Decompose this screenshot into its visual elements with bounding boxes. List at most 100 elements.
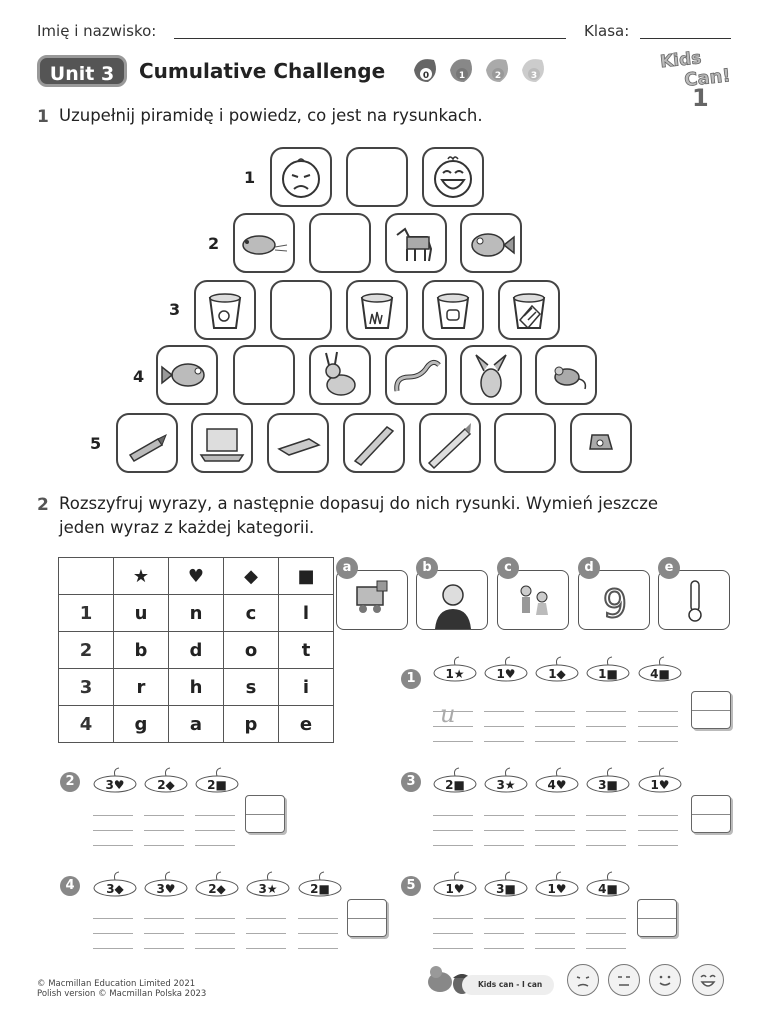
write-line[interactable] — [484, 815, 524, 816]
write-line[interactable] — [93, 918, 133, 919]
name-field[interactable] — [174, 38, 566, 39]
write-line[interactable] — [433, 948, 473, 949]
write-line[interactable] — [433, 830, 473, 831]
face-laugh-icon[interactable] — [692, 964, 724, 996]
pyramid-blank-cell[interactable] — [346, 147, 408, 207]
write-line[interactable] — [638, 845, 678, 846]
write-line[interactable] — [535, 918, 575, 919]
write-line[interactable] — [586, 948, 626, 949]
write-line[interactable] — [246, 948, 286, 949]
class-field[interactable] — [640, 38, 731, 39]
write-line[interactable] — [638, 830, 678, 831]
write-line[interactable] — [195, 948, 235, 949]
fish-icon — [460, 213, 522, 273]
write-line[interactable] — [535, 815, 575, 816]
write-line[interactable] — [246, 933, 286, 934]
answer-box[interactable] — [691, 795, 731, 833]
write-line[interactable] — [535, 933, 575, 934]
write-line[interactable] — [586, 830, 626, 831]
write-line[interactable] — [433, 726, 473, 727]
puzzle-number: 5 — [401, 876, 421, 896]
picture-label: a — [336, 557, 358, 579]
write-line[interactable] — [433, 741, 473, 742]
write-line[interactable] — [484, 933, 524, 934]
write-line[interactable] — [195, 830, 235, 831]
answer-box[interactable] — [637, 899, 677, 937]
bucket-grass-icon — [346, 280, 408, 340]
write-line[interactable] — [535, 726, 575, 727]
write-line[interactable] — [433, 918, 473, 919]
task-1-instruction: Uzupełnij piramidę i powiedz, co jest na… — [59, 106, 483, 125]
write-line[interactable] — [484, 948, 524, 949]
write-line[interactable] — [93, 948, 133, 949]
write-line[interactable] — [144, 948, 184, 949]
code-bean: 1♥ — [534, 871, 580, 897]
write-line[interactable] — [535, 845, 575, 846]
write-line[interactable] — [484, 741, 524, 742]
pyramid-blank-cell[interactable] — [309, 213, 371, 273]
write-line[interactable] — [638, 726, 678, 727]
write-line[interactable] — [638, 815, 678, 816]
write-line[interactable] — [195, 918, 235, 919]
write-line[interactable] — [535, 711, 575, 712]
write-line[interactable] — [433, 845, 473, 846]
write-line[interactable] — [535, 830, 575, 831]
write-line[interactable] — [433, 711, 473, 712]
pyramid-blank-cell[interactable] — [233, 345, 295, 405]
write-line[interactable] — [93, 845, 133, 846]
number-nine-icon: 9 — [578, 570, 650, 630]
code-bean: 4♥ — [534, 767, 580, 793]
write-line[interactable] — [144, 918, 184, 919]
write-line[interactable] — [195, 933, 235, 934]
page-title: Cumulative Challenge — [139, 59, 386, 83]
write-line[interactable] — [433, 815, 473, 816]
write-line[interactable] — [246, 918, 286, 919]
write-line[interactable] — [586, 726, 626, 727]
write-line[interactable] — [484, 845, 524, 846]
write-line[interactable] — [586, 815, 626, 816]
write-line[interactable] — [535, 948, 575, 949]
write-line[interactable] — [638, 711, 678, 712]
write-line[interactable] — [195, 815, 235, 816]
sad-face-icon — [270, 147, 332, 207]
answer-box[interactable] — [347, 899, 387, 937]
answer-box[interactable] — [245, 795, 285, 833]
write-line[interactable] — [586, 845, 626, 846]
write-line[interactable] — [484, 726, 524, 727]
code-letter: d — [168, 631, 224, 669]
write-line[interactable] — [484, 711, 524, 712]
fish-icon — [156, 345, 218, 405]
code-bean: 2■ — [297, 871, 343, 897]
write-line[interactable] — [298, 918, 338, 919]
write-line[interactable] — [144, 815, 184, 816]
write-line[interactable] — [195, 845, 235, 846]
puzzle-number: 3 — [401, 772, 421, 792]
write-line[interactable] — [93, 933, 133, 934]
write-line[interactable] — [638, 741, 678, 742]
write-line[interactable] — [298, 948, 338, 949]
write-line[interactable] — [484, 830, 524, 831]
write-line[interactable] — [298, 933, 338, 934]
write-line[interactable] — [586, 741, 626, 742]
task-2-instruction-line2: jeden wyraz z każdej kategorii. — [59, 518, 315, 537]
write-line[interactable] — [144, 845, 184, 846]
write-line[interactable] — [586, 711, 626, 712]
write-line[interactable] — [484, 918, 524, 919]
write-line[interactable] — [144, 830, 184, 831]
face-unsure-icon[interactable] — [567, 964, 599, 996]
puzzle-number: 2 — [60, 772, 80, 792]
write-line[interactable] — [586, 933, 626, 934]
hamster-icon — [233, 213, 295, 273]
code-bean: 4■ — [637, 656, 683, 682]
write-line[interactable] — [586, 918, 626, 919]
write-line[interactable] — [93, 830, 133, 831]
write-line[interactable] — [433, 933, 473, 934]
pyramid-blank-cell[interactable] — [270, 280, 332, 340]
write-line[interactable] — [535, 741, 575, 742]
answer-box[interactable] — [691, 691, 731, 729]
write-line[interactable] — [144, 933, 184, 934]
write-line[interactable] — [93, 815, 133, 816]
face-neutral-icon[interactable] — [608, 964, 640, 996]
pyramid-blank-cell[interactable] — [494, 413, 556, 473]
face-smile-icon[interactable] — [649, 964, 681, 996]
